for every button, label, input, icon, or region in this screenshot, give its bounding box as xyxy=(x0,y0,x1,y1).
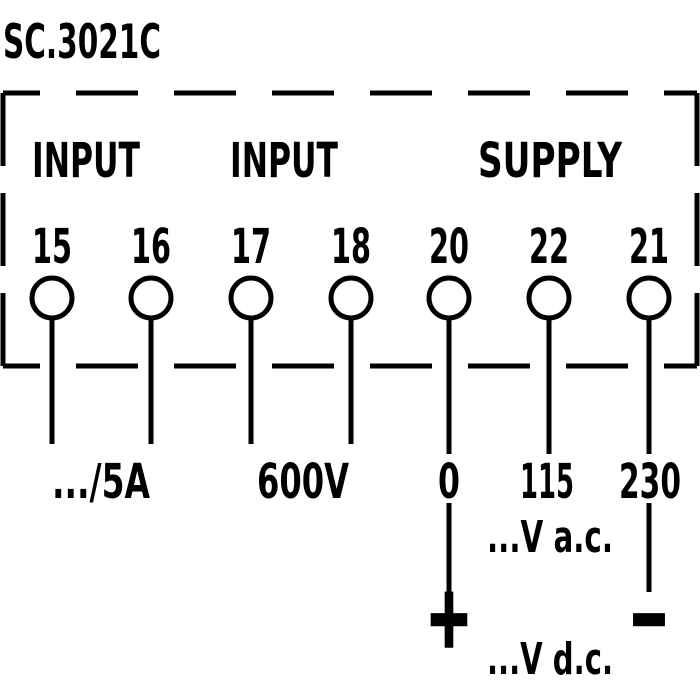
supply-tap-0: 0 xyxy=(438,454,460,510)
diagram-linework xyxy=(0,90,700,592)
section-supply-label: SUPPLY xyxy=(478,133,623,189)
terminal-22-number: 22 xyxy=(529,219,569,275)
section-input-2-label: INPUT xyxy=(230,133,338,189)
terminal-17-circle xyxy=(228,275,274,321)
page-title: SC.3021C xyxy=(3,15,161,70)
terminal-21-number: 21 xyxy=(629,219,669,275)
current-input-rating: .../5A xyxy=(52,454,150,510)
minus-icon: − xyxy=(629,568,669,666)
supply-tap-230: 230 xyxy=(619,454,681,510)
section-input-1-label: INPUT xyxy=(32,133,140,189)
ac-voltage-label: ...V a.c. xyxy=(487,512,613,563)
terminal-16-circle xyxy=(128,275,174,321)
terminal-20-number: 20 xyxy=(429,219,469,275)
dc-voltage-label: ...V d.c. xyxy=(487,634,613,685)
terminal-21-circle xyxy=(626,275,672,321)
plus-icon: + xyxy=(426,568,472,666)
terminal-20-circle xyxy=(426,275,472,321)
terminal-18-number: 18 xyxy=(331,219,371,275)
voltage-input-rating: 600V xyxy=(257,454,349,510)
supply-tap-115: 115 xyxy=(520,454,574,510)
terminal-18-circle xyxy=(328,275,374,321)
terminal-16-number: 16 xyxy=(131,219,171,275)
terminal-15-circle xyxy=(29,275,75,321)
terminal-17-number: 17 xyxy=(231,219,271,275)
terminal-15-number: 15 xyxy=(32,219,72,275)
diagram-labels: SC.3021C INPUT INPUT SUPPLY 15 16 17 18 … xyxy=(3,15,681,685)
terminal-22-circle xyxy=(526,275,572,321)
